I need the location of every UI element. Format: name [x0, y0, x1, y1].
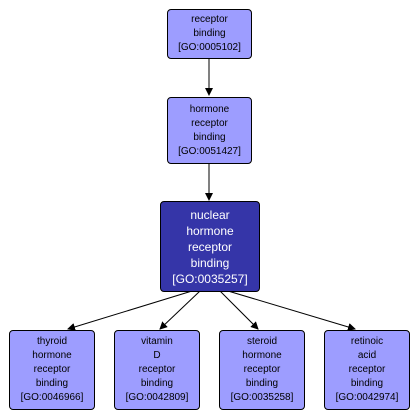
node-label-line: hormone — [242, 350, 282, 361]
edge-nuclear-to-steroid — [219, 290, 259, 330]
node-label-line: acid — [357, 350, 377, 361]
edge-nuclear-to-thyroid — [67, 290, 193, 331]
node-go-id: [GO:0005102] — [178, 42, 241, 53]
edge-nuclear-to-retinoic — [227, 290, 356, 331]
node-label-line: retinoic — [350, 336, 384, 347]
edge-nuclear-to-vitamin-d — [159, 290, 201, 330]
node-label-line: receptor — [187, 239, 233, 254]
node-label-line: receptor — [348, 364, 386, 375]
node-thyroid-hormone-receptor-binding[interactable]: thyroid hormone receptor binding [GO:004… — [9, 330, 95, 410]
node-label-line: hormone — [189, 103, 230, 115]
node-vitamin-d-receptor-binding[interactable]: vitamin D receptor binding [GO:0042809] — [114, 330, 200, 410]
node-label-line: vitamin — [141, 336, 173, 347]
node-label-line: binding — [245, 378, 279, 389]
node-go-id: [GO:0042809] — [125, 392, 189, 403]
node-label-line: steroid — [246, 336, 277, 347]
node-label-line: binding — [140, 378, 174, 389]
node-label-line: nuclear — [190, 207, 230, 222]
node-label-line: receptor — [33, 364, 71, 375]
node-go-id: [GO:0035257] — [172, 271, 248, 286]
node-hormone-receptor-binding[interactable]: hormone receptor binding [GO:0051427] — [167, 97, 252, 164]
node-nuclear-hormone-receptor-binding[interactable]: nuclear hormone receptor binding [GO:003… — [160, 201, 260, 292]
node-go-id: [GO:0042974] — [335, 392, 399, 403]
node-label-line: hormone — [32, 350, 72, 361]
node-label-line: binding — [190, 255, 230, 270]
node-label-line: thyroid — [36, 336, 67, 347]
node-receptor-binding[interactable]: receptor binding [GO:0005102] — [167, 9, 252, 59]
node-label-line: binding — [193, 131, 226, 143]
node-go-id: [GO:0046966] — [20, 392, 84, 403]
node-label-line: receptor — [191, 14, 228, 25]
node-steroid-hormone-receptor-binding[interactable]: steroid hormone receptor binding [GO:003… — [219, 330, 305, 410]
node-go-id: [GO:0035258] — [230, 392, 294, 403]
node-label-line: binding — [35, 378, 69, 389]
node-label-line: hormone — [186, 223, 234, 238]
node-go-id: [GO:0051427] — [178, 145, 241, 157]
node-label-line: binding — [193, 28, 226, 39]
node-retinoic-acid-receptor-binding[interactable]: retinoic acid receptor binding [GO:00429… — [324, 330, 410, 410]
node-label-line: receptor — [191, 117, 228, 129]
node-label-line: receptor — [243, 364, 281, 375]
node-label-line: receptor — [138, 364, 176, 375]
node-label-line: binding — [350, 378, 384, 389]
node-label-line: D — [153, 350, 161, 361]
